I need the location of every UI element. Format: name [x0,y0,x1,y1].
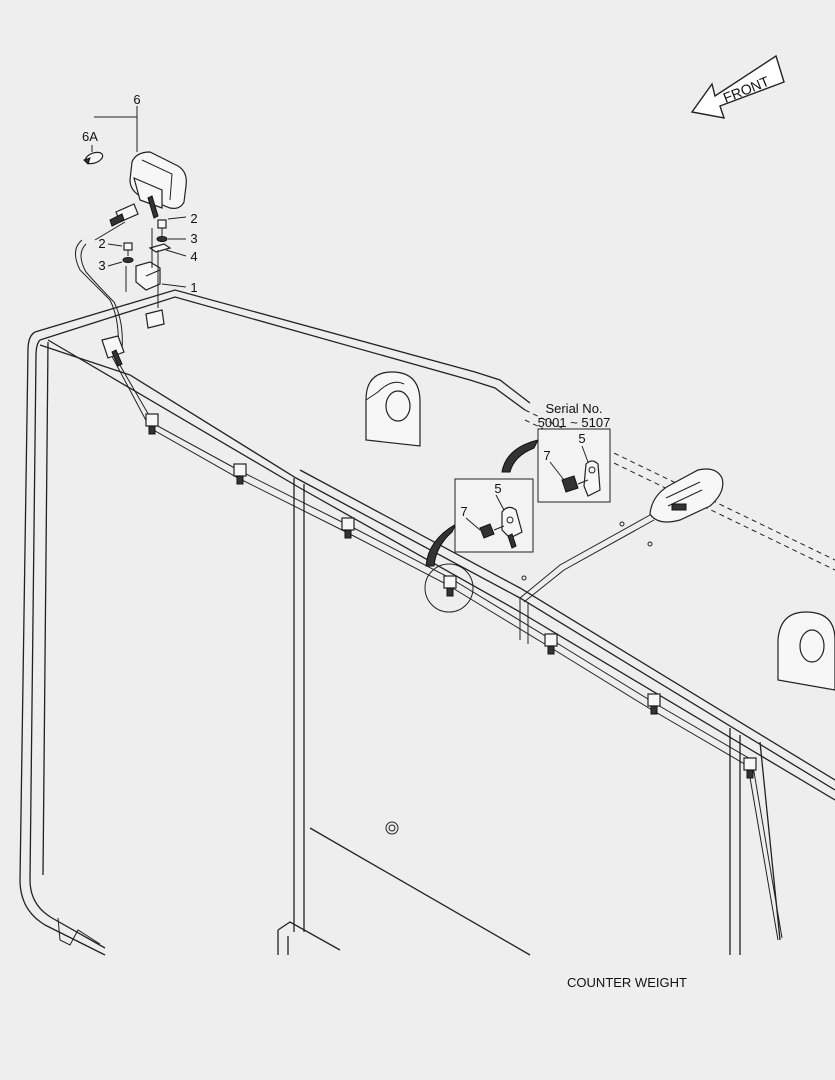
inset-serial-label-5: 5 [578,431,585,446]
inset-default-label-7: 7 [460,504,467,519]
callout-3-lower: 3 [98,258,105,273]
cable-clamps [145,413,757,779]
clamp [443,575,457,597]
clamp [341,517,355,539]
callout-6: 6 [133,92,140,107]
lifting-eye-right [777,611,835,691]
clamp [647,693,661,715]
inset-default-label-5: 5 [494,481,501,496]
callout-4: 4 [190,249,197,264]
inset-bracket-default: 5 7 [425,478,534,567]
work-lamp [109,151,187,227]
callout-6a: 6A [82,129,98,144]
bulb [83,151,104,165]
leader-lines [91,106,187,288]
counterweight-body [19,289,835,956]
inset-serial-label-7: 7 [543,448,550,463]
inset-serial-title: Serial No. [545,401,602,416]
clamp [544,633,558,655]
clamp [145,413,159,435]
clamp [233,463,247,485]
inset-bracket-serial: Serial No. 5001 ~ 5107 5 7 [501,401,611,503]
clamp [743,757,757,779]
wire-harness [75,221,783,941]
callout-2-upper: 2 [190,211,197,226]
callout-2-lower: 2 [98,236,105,251]
callout-1: 1 [190,280,197,295]
detail-circle [424,563,474,613]
caption: COUNTER WEIGHT [567,975,687,990]
lifting-eye-left [365,371,421,447]
connector [101,335,125,367]
rear-work-light [649,468,724,523]
callout-3-upper: 3 [190,231,197,246]
inset-serial-range: 5001 ~ 5107 [538,415,611,430]
mounting-hardware [122,219,172,329]
front-arrow-icon: FRONT [690,54,785,119]
